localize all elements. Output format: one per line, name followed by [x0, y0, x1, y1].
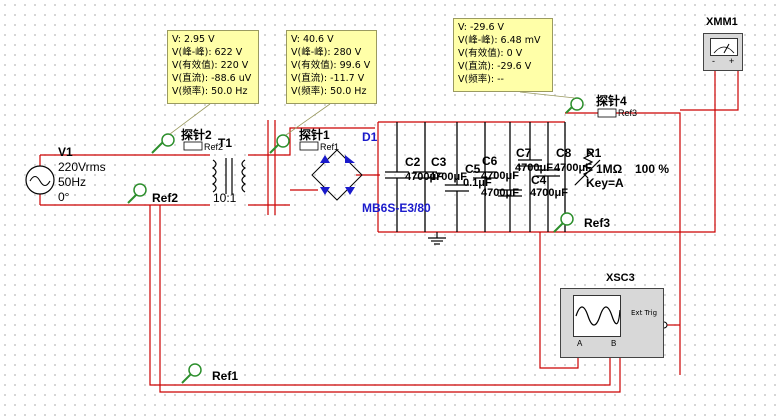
- probe1-label[interactable]: 探针1: [299, 128, 330, 142]
- resistor-value: 1MΩ: [596, 162, 623, 176]
- probe4-ref-label: Ref3: [618, 108, 638, 118]
- wire-ref1-loop: [149, 205, 611, 386]
- probe4-readout: V: -29.6 V V(峰-峰): 6.48 mV V(有效值): 0 V V…: [453, 18, 553, 92]
- probe2-ref-label: Ref2: [204, 142, 224, 152]
- probe-tags: [183, 108, 617, 151]
- probe1-reading: V: 40.6 V: [291, 34, 334, 45]
- multimeter-minus: -: [712, 56, 715, 66]
- probe1-reading: V(有效值): 99.6 V: [291, 60, 371, 71]
- bridge-part: MB6S-E3/80: [362, 201, 431, 215]
- probe2-label[interactable]: 探针2: [181, 128, 212, 142]
- probe1-reading: V(频率): 50.0 Hz: [291, 86, 367, 97]
- probe4-label[interactable]: 探针4: [596, 94, 627, 108]
- ext-trig-label: Ext Trig: [631, 309, 658, 317]
- probe4-reading: V(峰-峰): 6.48 mV: [458, 35, 541, 46]
- meter-needle-icon: [713, 43, 735, 54]
- cap-value: 4700μF: [405, 171, 443, 183]
- oscilloscope-xsc3[interactable]: Ext Trig A B: [560, 288, 664, 358]
- resistor-percent: 100 %: [635, 162, 670, 176]
- multimeter-xmm1[interactable]: - +: [703, 33, 743, 71]
- wire-sec-top: [248, 127, 375, 156]
- ref2-icon[interactable]: [127, 183, 147, 204]
- transformer-ratio: 10:1: [213, 191, 237, 205]
- transformer-name[interactable]: T1: [218, 136, 233, 150]
- source-frequency: 50Hz: [58, 175, 87, 189]
- wire-xmm1-b: [680, 70, 739, 111]
- bridge-name[interactable]: D1: [362, 130, 378, 144]
- multimeter-display: [710, 38, 738, 56]
- bridge-rectifier-icon[interactable]: [311, 149, 363, 201]
- ref1-label: Ref1: [212, 369, 239, 383]
- ground-icon: [428, 232, 446, 245]
- probe-markers: [127, 97, 584, 384]
- cap-c3-name[interactable]: C3: [431, 155, 447, 169]
- channel-a-label: A: [577, 339, 583, 348]
- ref3-label: Ref3: [584, 216, 611, 230]
- cap-value: 4700μF: [429, 171, 467, 183]
- xmm1-label: XMM1: [706, 16, 738, 28]
- wire-xmm1: [565, 70, 716, 233]
- cap-c6-name[interactable]: C6: [482, 154, 498, 168]
- probe2-reading: V: 2.95 V: [172, 34, 215, 45]
- capacitor-bank: [385, 122, 566, 232]
- ref2-label: Ref2: [152, 191, 179, 205]
- probe2-icon[interactable]: [151, 133, 175, 154]
- source-phase: 0°: [58, 190, 70, 204]
- probe1-readout: V: 40.6 V V(峰-峰): 280 V V(有效值): 99.6 V V…: [286, 30, 377, 104]
- cap-c8-name[interactable]: C8: [556, 146, 572, 160]
- wire-secondary-rail: [267, 120, 276, 215]
- probe-leaders: [169, 91, 576, 136]
- cap-c2-name[interactable]: C2: [405, 155, 421, 169]
- xsc3-label: XSC3: [606, 272, 635, 284]
- ref1-icon[interactable]: [181, 363, 202, 384]
- cap-value: 4700μF: [515, 162, 553, 174]
- ref3-icon[interactable]: [553, 212, 574, 233]
- sine-wave-icon: [575, 306, 621, 326]
- probe2-reading: V(有效值): 220 V: [172, 60, 249, 71]
- channel-b-label: B: [611, 339, 617, 348]
- ac-source-icon[interactable]: [25, 165, 55, 195]
- cap-value: 4700μF: [554, 162, 592, 174]
- probe4-reading: V(直流): -29.6 V: [458, 61, 532, 72]
- cap-c5-name[interactable]: C5: [465, 162, 481, 176]
- probe2-reading: V(峰-峰): 622 V: [172, 47, 243, 58]
- oscilloscope-display: [573, 295, 621, 337]
- potentiometer-icon[interactable]: [574, 149, 601, 186]
- probe1-ref-label: Ref1: [320, 142, 340, 152]
- multimeter-plus: +: [729, 56, 735, 66]
- cap-value: 4700μF: [481, 187, 519, 199]
- transformer-icon[interactable]: [211, 158, 247, 194]
- wire-ref1-loop2: [159, 205, 621, 393]
- probe4-reading: V(有效值): 0 V: [458, 48, 523, 59]
- resistor-name[interactable]: R1: [586, 146, 602, 160]
- probe4-reading: V: -29.6 V: [458, 22, 505, 33]
- cap-value: 4700μF: [530, 187, 568, 199]
- probe1-reading: V(峰-峰): 280 V: [291, 47, 362, 58]
- probe1-reading: V(直流): -11.7 V: [291, 73, 365, 84]
- cap-value: 4700μF: [481, 170, 519, 182]
- cap-c7-name[interactable]: C7: [516, 146, 532, 160]
- wire-bridge: [290, 174, 380, 191]
- probe2-reading: V(频率): 50.0 Hz: [172, 86, 248, 97]
- source-voltage: 220Vrms: [58, 160, 106, 174]
- probe1-icon[interactable]: [269, 134, 290, 154]
- resistor-key: Key=A: [586, 176, 624, 190]
- cap-value: 0.1μF: [463, 177, 492, 189]
- wire-scope-a: [539, 232, 579, 369]
- source-name[interactable]: V1: [58, 145, 73, 159]
- probe2-readout: V: 2.95 V V(峰-峰): 622 V V(有效值): 220 V V(…: [167, 30, 259, 104]
- probe2-reading: V(直流): -88.6 uV: [172, 73, 252, 84]
- probe4-reading: V(频率): --: [458, 74, 504, 85]
- probe4-icon[interactable]: [565, 97, 584, 114]
- cap-c4-name[interactable]: C4: [531, 173, 547, 187]
